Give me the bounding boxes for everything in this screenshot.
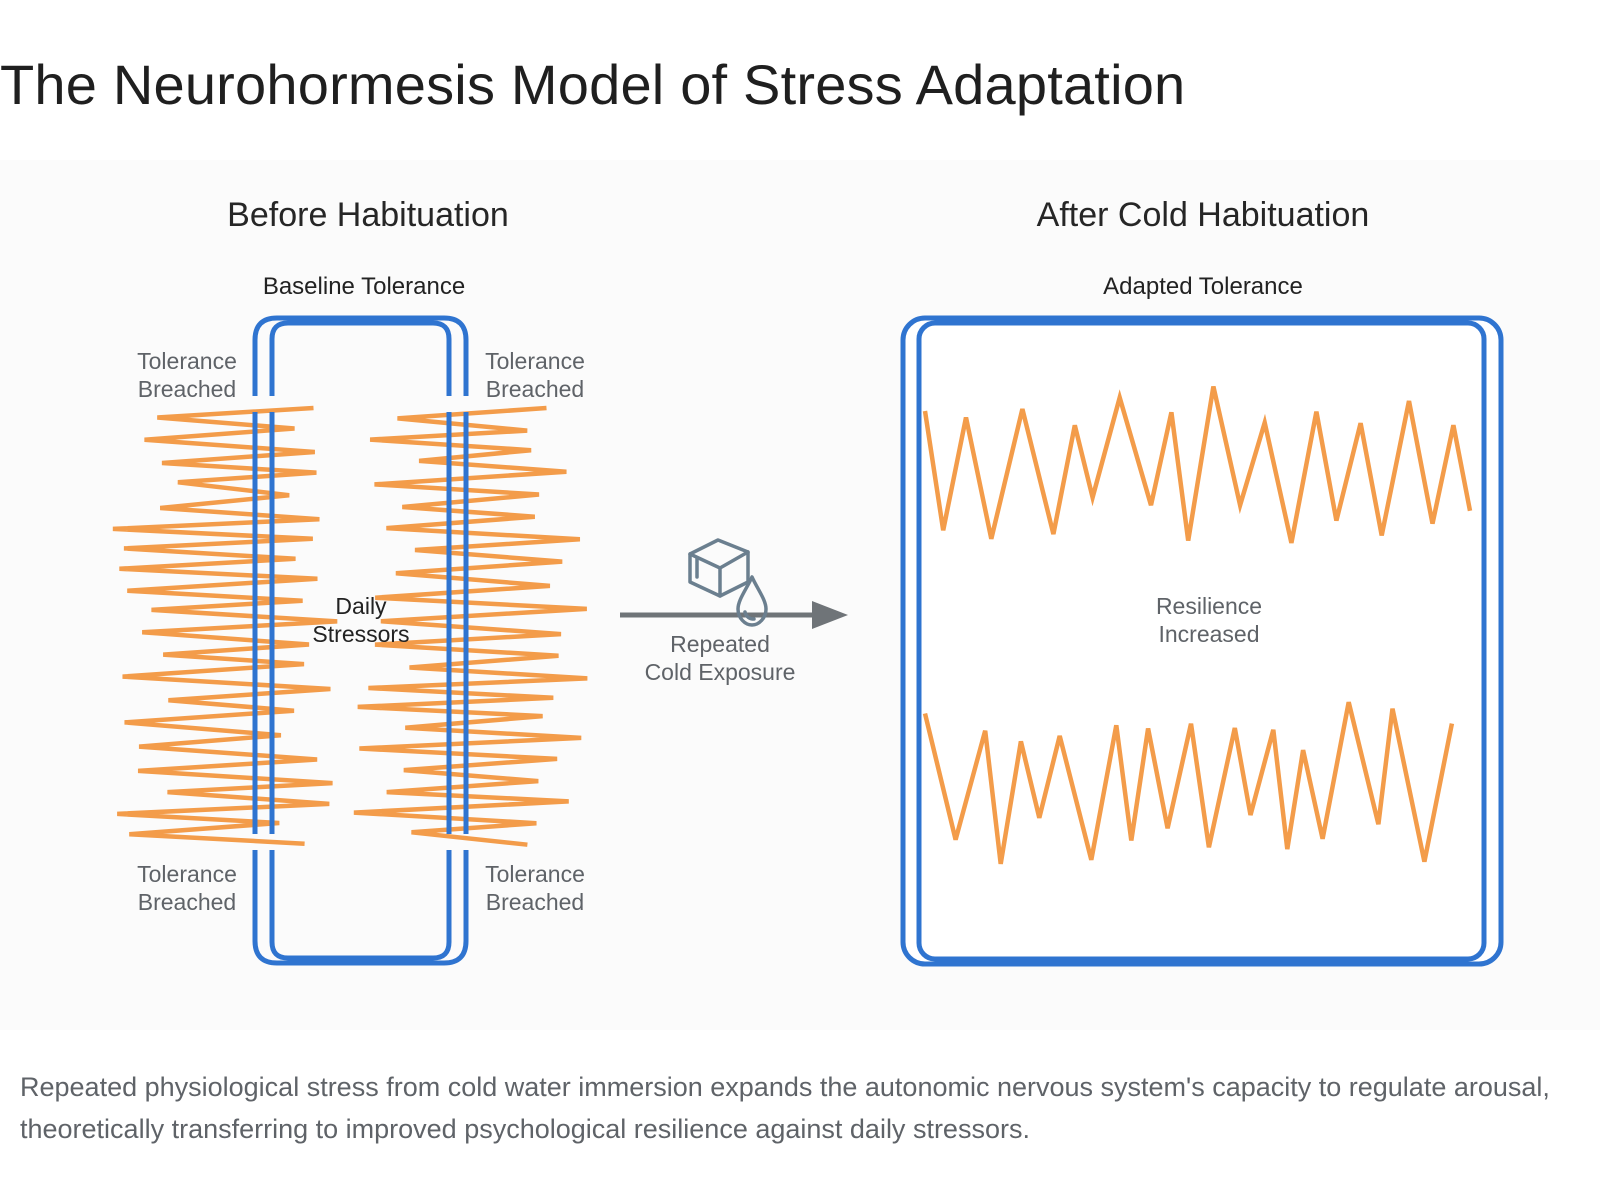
adapted-tolerance-outer [900, 315, 1504, 967]
page-title: The Neurohormesis Model of Stress Adapta… [0, 53, 1186, 116]
diagram: Before Habituation Baseline Tolerance To… [0, 160, 1600, 1030]
resilient-wave-bottom [922, 701, 1455, 865]
transition-arrow [620, 601, 848, 629]
after-panel-title: After Cold Habituation [1036, 196, 1370, 234]
adapted-tolerance-container [900, 315, 1504, 967]
stress-wave-left [112, 405, 338, 846]
adapted-tolerance-inner [916, 320, 1487, 962]
baseline-tolerance-inner-top [269, 320, 452, 396]
baseline-tolerance-container [252, 315, 469, 966]
before-panel-title: Before Habituation [227, 196, 509, 234]
adapted-tolerance-label: Adapted Tolerance [1103, 273, 1303, 300]
baseline-tolerance-inner-bottom [269, 850, 452, 961]
baseline-tolerance-label: Baseline Tolerance [262, 273, 466, 300]
baseline-tolerance-outer-top [252, 315, 469, 396]
baseline-tolerance-outer-bottom [252, 850, 469, 966]
after-stress-waves [922, 386, 1473, 865]
caption: Repeated physiological stress from cold … [20, 1072, 1550, 1144]
resilient-wave-top [922, 386, 1473, 544]
diagram-graphics [112, 315, 1504, 967]
ice-cube-droplet-icon [688, 538, 768, 627]
